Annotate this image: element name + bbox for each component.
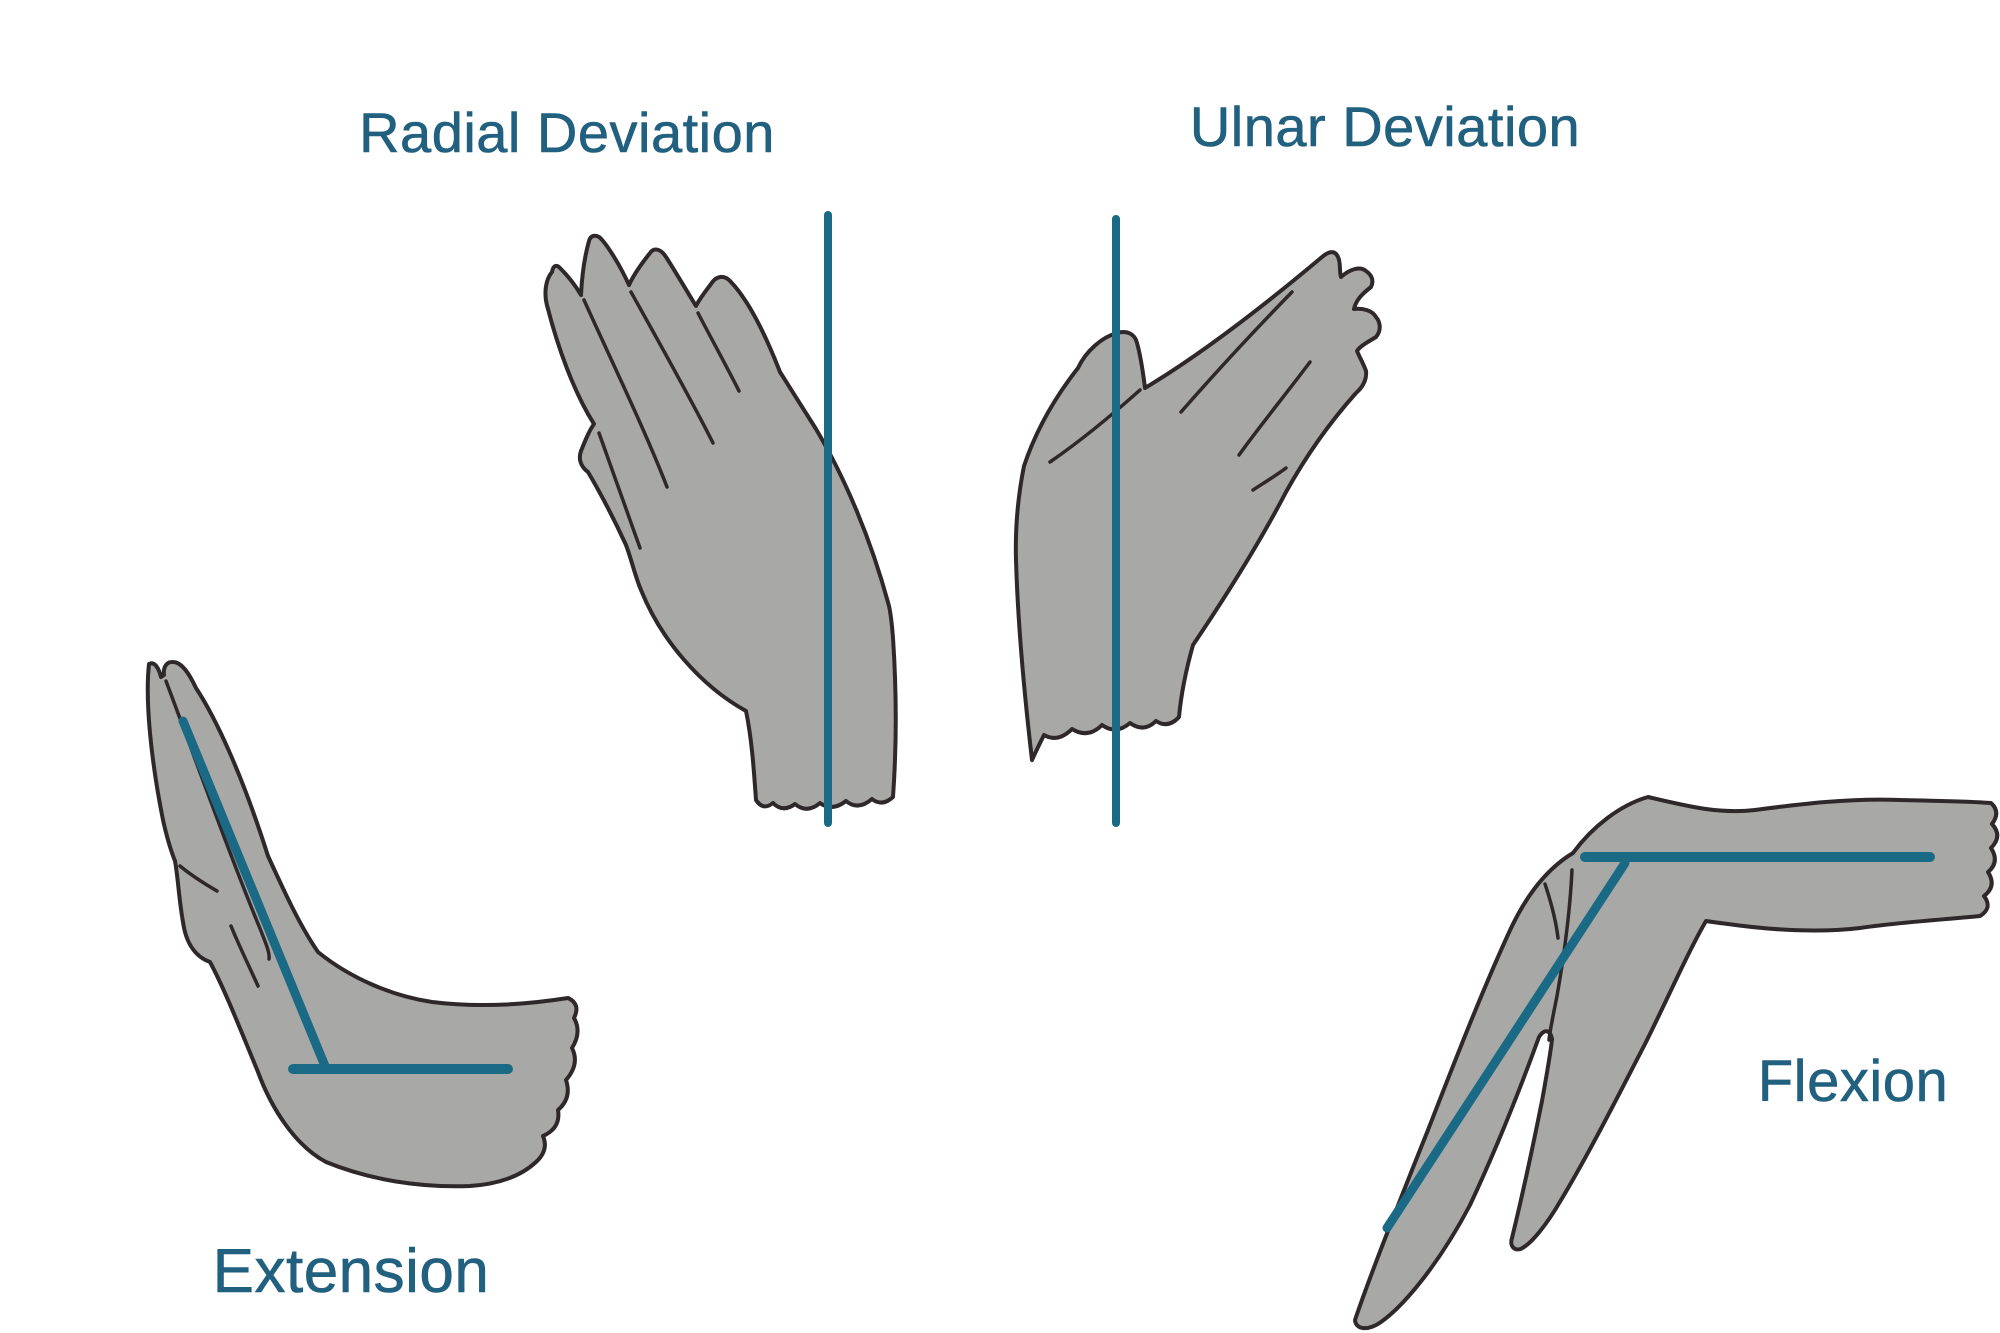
label-ulnar-deviation: Ulnar Deviation <box>1189 95 1581 159</box>
flexion-hand-creases <box>1543 868 1574 1042</box>
flexion-hand-silhouette <box>1353 795 2000 1331</box>
ulnar-hand-silhouette <box>1013 250 1382 762</box>
radial-deviation-figure <box>543 211 898 827</box>
radial-hand-silhouette <box>543 233 898 811</box>
ulnar-hand-finger-creases <box>1048 290 1312 492</box>
ulnar-deviation-figure <box>1013 215 1382 827</box>
label-radial-deviation: Radial Deviation <box>359 101 775 165</box>
extension-hand-silhouette <box>145 660 580 1189</box>
label-extension: Extension <box>212 1237 490 1307</box>
flexion-figure <box>1353 795 2000 1331</box>
label-flexion: Flexion <box>1757 1049 1949 1115</box>
extension-figure <box>145 660 580 1189</box>
extension-hand-axis-line <box>178 716 330 1071</box>
radial-hand-finger-creases <box>582 290 741 550</box>
flexion-hand-axis-line <box>1382 858 1630 1233</box>
